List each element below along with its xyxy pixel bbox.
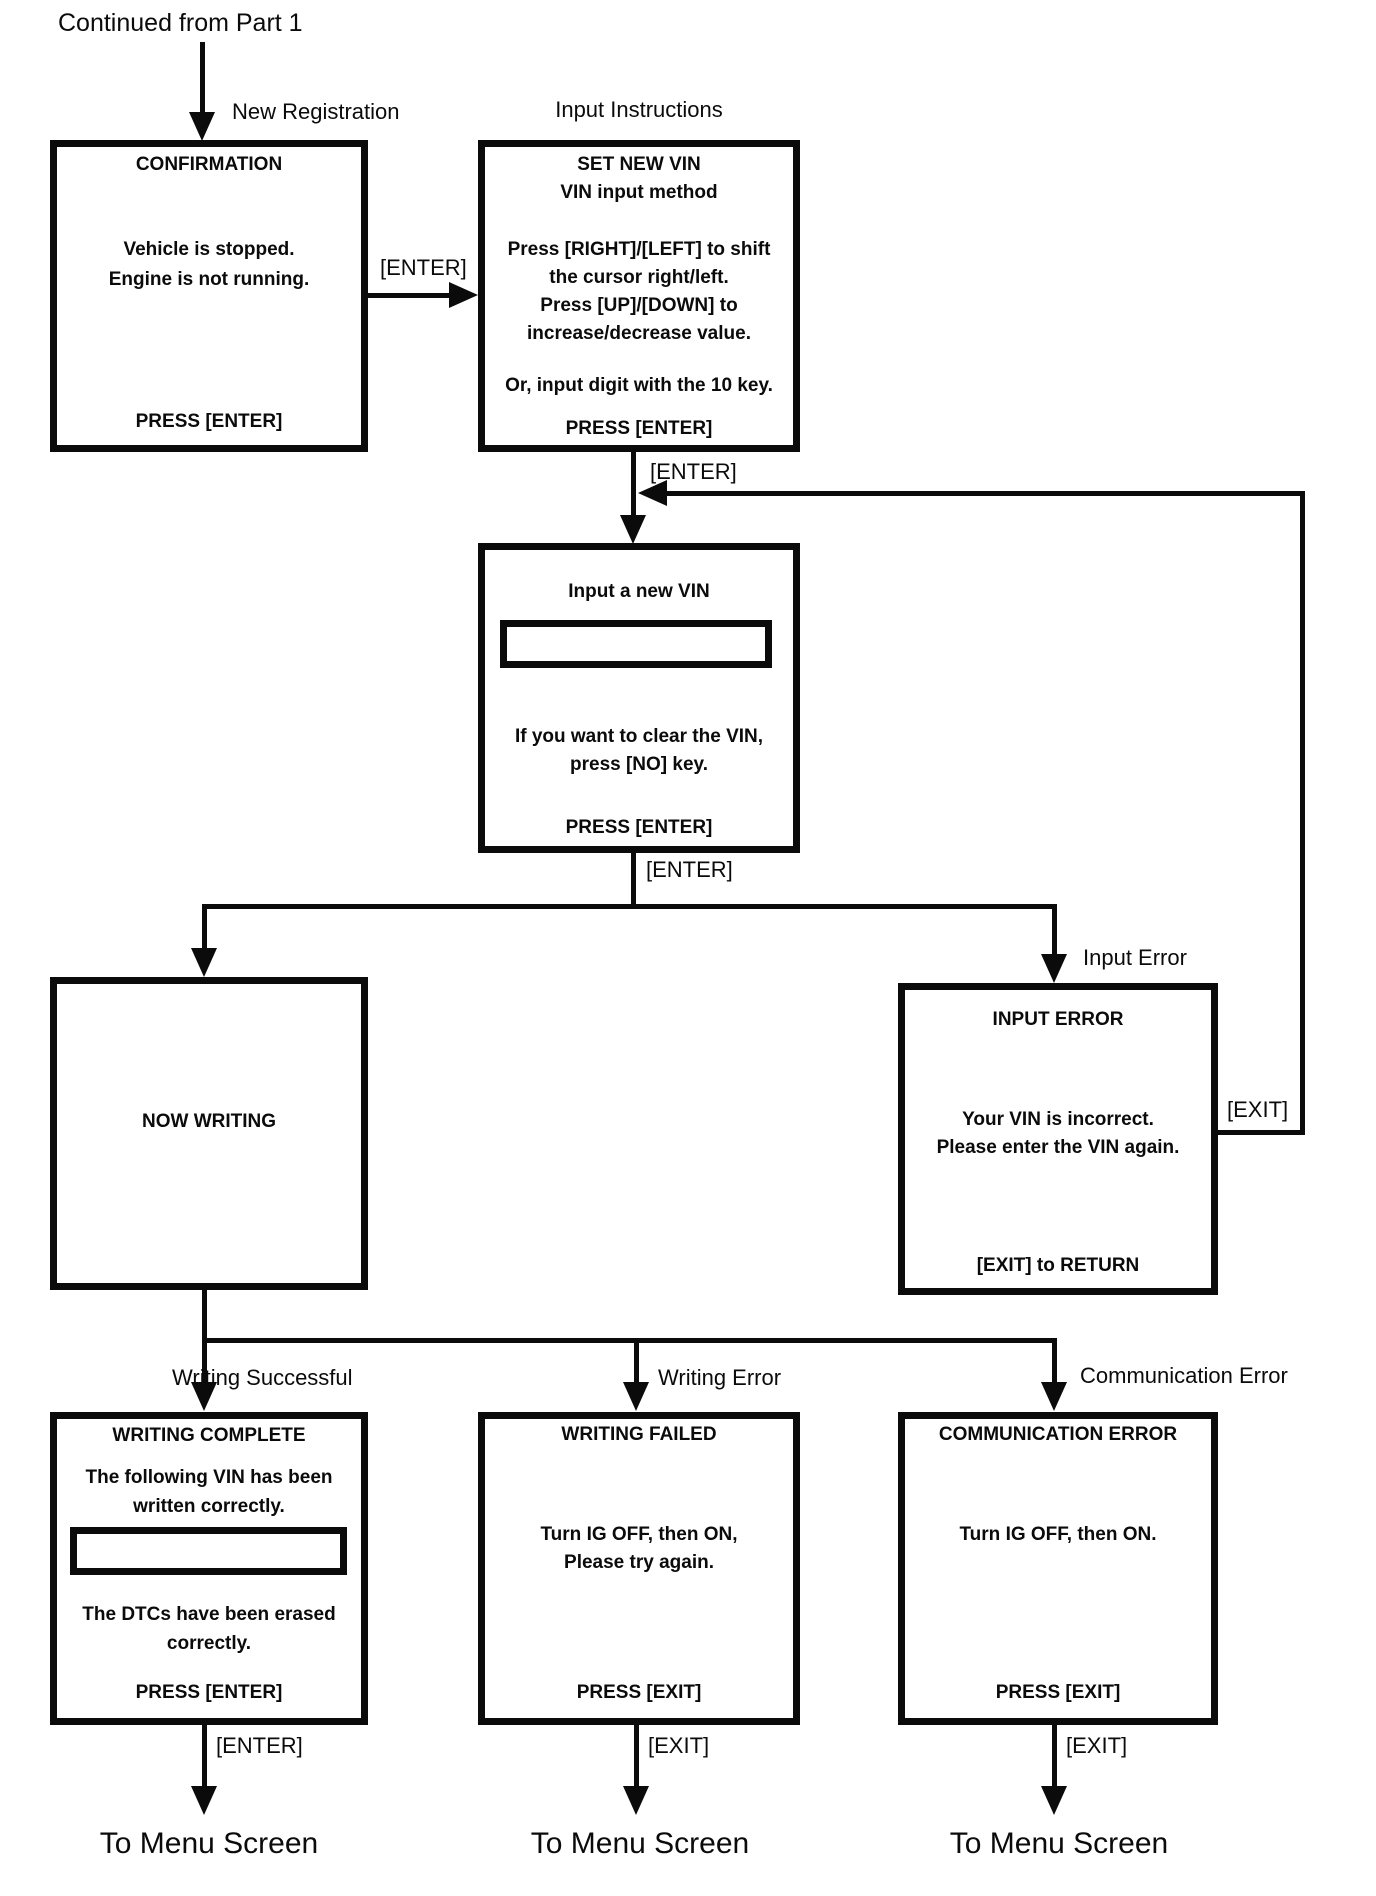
- writing-failed-line1: Turn IG OFF, then ON,: [540, 1524, 738, 1545]
- set-new-vin-line1: Press [RIGHT]/[LEFT] to shift: [507, 239, 771, 260]
- vin-input-field: [500, 620, 772, 668]
- confirmation-line2: Engine is not running.: [108, 269, 310, 290]
- input-vin-line1: If you want to clear the VIN,: [514, 726, 764, 747]
- input-error-title: INPUT ERROR: [992, 1009, 1124, 1030]
- label-enter-inputvin-branch: [ENTER]: [646, 857, 733, 882]
- arrowhead-into-writing-failed: [623, 1382, 649, 1411]
- writing-complete-line4: correctly.: [166, 1633, 252, 1654]
- label-exit-to-menu-middle: [EXIT]: [648, 1733, 710, 1758]
- arrowhead-into-inputvin: [620, 515, 646, 544]
- set-new-vin-title: SET NEW VIN: [577, 154, 701, 175]
- label-exit-feedback: [EXIT]: [1227, 1097, 1289, 1122]
- edge-branch2-horizontal-line: [202, 1338, 1057, 1343]
- edge-commerror-exit-line: [1052, 1725, 1057, 1789]
- edge-inputvin-down-line: [631, 853, 636, 909]
- box-input-error: INPUT ERROR Your VIN is incorrect. Pleas…: [898, 983, 1218, 1295]
- edge-writingfailed-exit-line: [634, 1725, 639, 1789]
- arrowhead-to-menu-right: [1041, 1786, 1067, 1815]
- label-to-menu-screen-left: To Menu Screen: [99, 1827, 319, 1860]
- arrowhead-to-menu-left: [191, 1786, 217, 1815]
- box-confirmation: CONFIRMATION Vehicle is stopped. Engine …: [50, 140, 368, 452]
- arrowhead-feedback-into-junction: [638, 480, 667, 506]
- now-writing-title: NOW WRITING: [141, 1111, 277, 1132]
- label-writing-successful: Writing Successful: [172, 1365, 353, 1390]
- label-to-menu-screen-middle: To Menu Screen: [530, 1827, 750, 1860]
- confirmation-line1: Vehicle is stopped.: [123, 239, 295, 260]
- writing-failed-footer: PRESS [EXIT]: [576, 1682, 702, 1703]
- writing-complete-line1: The following VIN has been: [85, 1467, 333, 1488]
- edge-exit-feedback-top-line: [667, 491, 1305, 496]
- box-now-writing: NOW WRITING: [50, 977, 368, 1290]
- input-vin-title: Input a new VIN: [568, 581, 710, 602]
- set-new-vin-footer: PRESS [ENTER]: [565, 418, 713, 439]
- set-new-vin-line4: increase/decrease value.: [527, 323, 751, 344]
- label-input-instructions: Input Instructions: [555, 97, 723, 122]
- edge-branch1-right-drop-line: [1052, 904, 1057, 956]
- edge-instructions-to-inputvin-line: [631, 452, 636, 517]
- communication-error-line1: Turn IG OFF, then ON.: [959, 1524, 1157, 1545]
- box-communication-error: COMMUNICATION ERROR Turn IG OFF, then ON…: [898, 1412, 1218, 1725]
- input-vin-footer: PRESS [ENTER]: [565, 817, 713, 838]
- arrowhead-into-now-writing: [191, 948, 217, 977]
- label-enter-to-menu: [ENTER]: [216, 1733, 303, 1758]
- input-error-line2: Please enter the VIN again.: [936, 1137, 1180, 1158]
- set-new-vin-line3: Press [UP]/[DOWN] to: [540, 295, 738, 316]
- confirmation-footer: PRESS [ENTER]: [135, 411, 283, 432]
- input-error-line1: Your VIN is incorrect.: [962, 1109, 1154, 1130]
- writing-complete-title: WRITING COMPLETE: [112, 1425, 306, 1446]
- label-enter-instructions-to-inputvin: [ENTER]: [650, 459, 737, 484]
- set-new-vin-subtitle: VIN input method: [560, 182, 718, 203]
- writing-complete-line2: written correctly.: [133, 1496, 285, 1517]
- edge-branch2-mid-drop-line: [634, 1338, 639, 1384]
- label-to-menu-screen-right: To Menu Screen: [949, 1827, 1169, 1860]
- edge-branch1-horizontal-line: [202, 904, 1057, 909]
- writing-complete-footer: PRESS [ENTER]: [135, 1682, 283, 1703]
- edge-exit-feedback-bottom-line: [1218, 1130, 1305, 1135]
- edge-exit-feedback-vertical-line: [1300, 491, 1305, 1135]
- edge-writingcomplete-exit-line: [202, 1725, 207, 1789]
- label-exit-to-menu-right: [EXIT]: [1066, 1733, 1128, 1758]
- arrowhead-into-writing-complete: [191, 1382, 217, 1411]
- box-writing-complete: WRITING COMPLETE The following VIN has b…: [50, 1412, 368, 1725]
- communication-error-footer: PRESS [EXIT]: [995, 1682, 1121, 1703]
- arrowhead-into-communication-error: [1041, 1382, 1067, 1411]
- label-enter-confirmation-to-instructions: [ENTER]: [380, 255, 467, 280]
- edge-part1-entry-line: [200, 42, 205, 114]
- arrowhead-to-menu-middle: [623, 1786, 649, 1815]
- set-new-vin-line2: the cursor right/left.: [549, 267, 729, 288]
- edge-confirmation-to-instructions-line: [368, 293, 452, 298]
- edge-nowwriting-down-line: [202, 1290, 207, 1340]
- arrowhead-into-instructions: [449, 282, 478, 308]
- writing-complete-line3: The DTCs have been erased: [82, 1604, 336, 1625]
- edge-branch2-right-drop-line: [1052, 1338, 1057, 1384]
- arrowhead-into-input-error: [1041, 954, 1067, 983]
- arrowhead-into-confirmation: [189, 112, 215, 141]
- box-writing-failed: WRITING FAILED Turn IG OFF, then ON, Ple…: [478, 1412, 800, 1725]
- box-set-new-vin: SET NEW VIN VIN input method Press [RIGH…: [478, 140, 800, 452]
- edge-branch2-left-drop-line: [202, 1338, 207, 1384]
- input-vin-line2: press [NO] key.: [570, 754, 708, 775]
- label-writing-error: Writing Error: [658, 1365, 782, 1390]
- writing-failed-title: WRITING FAILED: [561, 1424, 717, 1445]
- confirmation-title: CONFIRMATION: [135, 154, 283, 175]
- box-input-vin: Input a new VIN If you want to clear the…: [478, 543, 800, 853]
- label-new-registration: New Registration: [232, 99, 400, 124]
- set-new-vin-line5: Or, input digit with the 10 key.: [505, 375, 773, 396]
- label-input-error: Input Error: [1083, 945, 1187, 970]
- label-communication-error: Communication Error: [1080, 1363, 1288, 1388]
- label-continued-from-part1: Continued from Part 1: [58, 9, 303, 37]
- writing-failed-line2: Please try again.: [564, 1552, 714, 1573]
- communication-error-title: COMMUNICATION ERROR: [938, 1424, 1178, 1445]
- input-error-footer: [EXIT] to RETURN: [976, 1255, 1140, 1276]
- vin-written-field: [70, 1527, 347, 1575]
- edge-branch1-left-drop-line: [202, 904, 207, 950]
